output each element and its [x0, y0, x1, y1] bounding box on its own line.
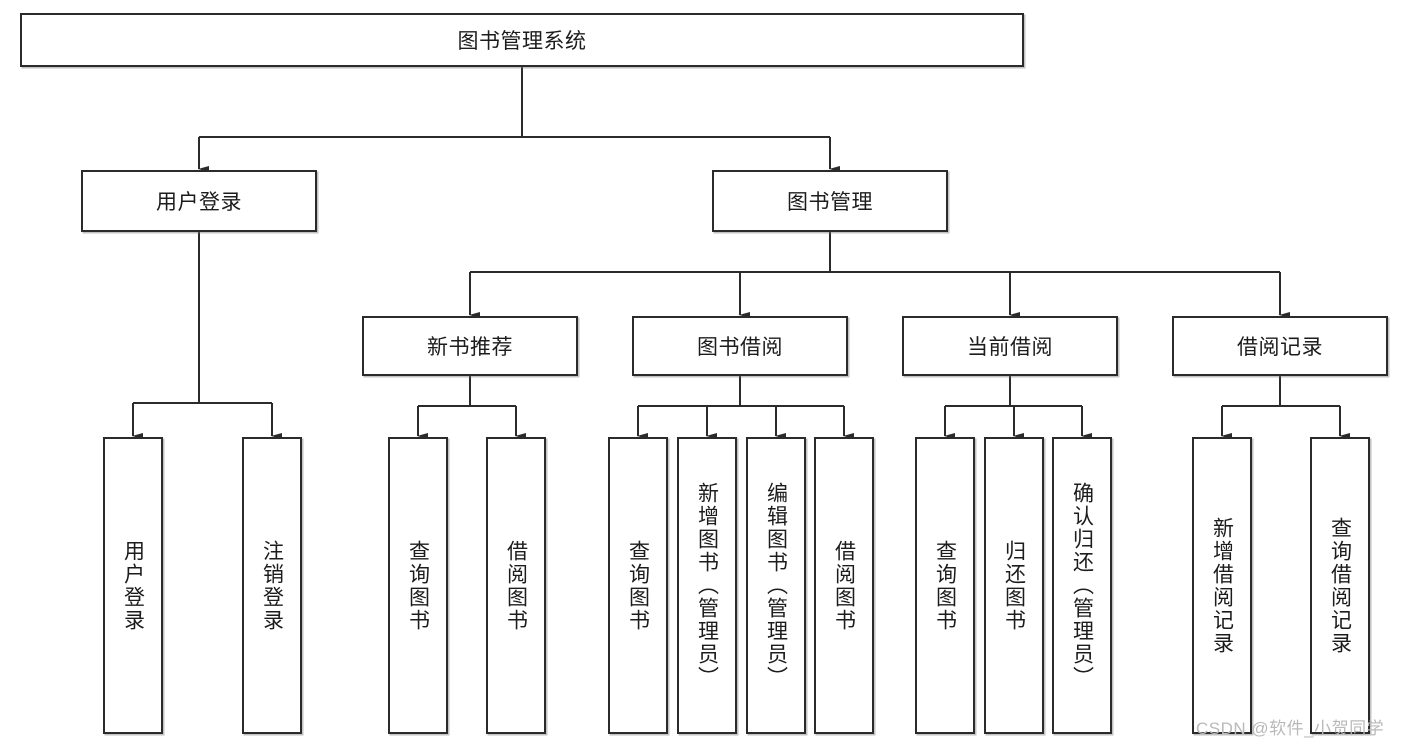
node-label: 查询图书 [406, 539, 430, 632]
node-book-manage[interactable]: 图书管理 [712, 170, 948, 232]
node-borrow-record[interactable]: 借阅记录 [1172, 316, 1388, 376]
node-label: 注销登录 [260, 539, 284, 632]
edge-group [132, 67, 1350, 439]
node-label: 图书借阅 [697, 336, 783, 359]
node-leaf-rec-query2[interactable]: 查询借阅记录 [1310, 437, 1370, 734]
node-label: 新增图书（管理员） [695, 482, 719, 689]
node-label: 当前借阅 [967, 336, 1053, 359]
node-new-book-rec[interactable]: 新书推荐 [362, 316, 578, 376]
watermark-label: CSDN @软件_小贺同学 [1196, 719, 1385, 738]
node-label: 确认归还（管理员） [1070, 482, 1094, 689]
node-leaf-borrow-do[interactable]: 借阅图书 [814, 437, 874, 734]
node-leaf-cur-confirm[interactable]: 确认归还（管理员） [1052, 437, 1112, 734]
node-leaf-rec-query[interactable]: 查询图书 [388, 437, 448, 734]
node-label: 新书推荐 [427, 336, 513, 359]
node-leaf-borrow-edit[interactable]: 编辑图书（管理员） [746, 437, 806, 734]
node-leaf-rec-borrow[interactable]: 借阅图书 [486, 437, 546, 734]
node-leaf-borrow-add[interactable]: 新增图书（管理员） [677, 437, 737, 734]
node-label: 查询图书 [933, 539, 957, 632]
node-label: 借阅记录 [1237, 336, 1323, 359]
node-label: 用户登录 [121, 539, 145, 632]
node-label: 图书管理 [787, 191, 873, 214]
node-leaf-user-logout[interactable]: 注销登录 [242, 437, 302, 734]
node-current-borrow[interactable]: 当前借阅 [902, 316, 1118, 376]
node-label: 图书管理系统 [457, 30, 587, 53]
node-leaf-rec-add[interactable]: 新增借阅记录 [1192, 437, 1252, 734]
node-label: 归还图书 [1002, 539, 1026, 632]
node-label: 编辑图书（管理员） [764, 482, 788, 689]
node-label: 用户登录 [156, 191, 242, 214]
node-leaf-user-login[interactable]: 用户登录 [103, 437, 163, 734]
node-book-borrow[interactable]: 图书借阅 [632, 316, 848, 376]
node-leaf-cur-return[interactable]: 归还图书 [984, 437, 1044, 734]
node-user-login[interactable]: 用户登录 [81, 170, 317, 232]
node-label: 新增借阅记录 [1210, 516, 1234, 655]
node-label: 查询借阅记录 [1328, 516, 1352, 655]
node-label: 借阅图书 [832, 539, 856, 632]
node-label: 查询图书 [626, 539, 650, 632]
node-leaf-cur-query[interactable]: 查询图书 [915, 437, 975, 734]
node-root[interactable]: 图书管理系统 [20, 13, 1024, 67]
node-label: 借阅图书 [504, 539, 528, 632]
node-leaf-borrow-query[interactable]: 查询图书 [608, 437, 668, 734]
